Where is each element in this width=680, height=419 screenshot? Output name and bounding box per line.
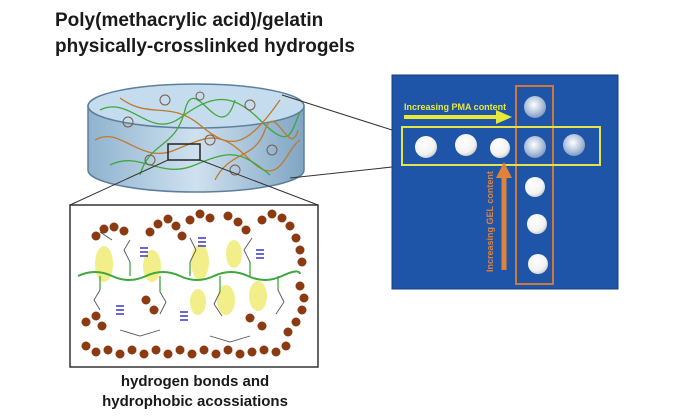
sample-sphere [563,134,585,156]
hydrogel-cylinder [87,83,305,193]
pma-label: Increasing PMA content [404,102,506,112]
sample-sphere [524,96,546,118]
hydrogel-photo-panel: Increasing PMA content Increasing GEL co… [391,74,619,290]
sample-sphere [455,134,477,156]
sample-sphere [524,136,546,158]
figure-title: Poly(methacrylic acid)/gelatin physicall… [55,8,355,60]
molecular-detail-panel [69,204,319,368]
sample-sphere [528,254,548,274]
gel-label: Increasing GEL content [485,171,495,272]
title-line-1: Poly(methacrylic acid)/gelatin [55,10,324,31]
sample-sphere [490,138,510,158]
caption-line-2: hydrophobic acossiations [102,393,288,410]
title-line-2: physically-crosslinked hydrogels [55,36,355,57]
sample-sphere [525,177,545,197]
figure-caption: hydrogen bonds and hydrophobic acossiati… [70,372,320,412]
sample-sphere [415,136,437,158]
caption-line-1: hydrogen bonds and [120,373,270,390]
pma-series-box [401,126,601,166]
zoom-region-box [167,143,201,161]
sample-sphere [527,214,547,234]
gel-series-box [515,85,554,285]
